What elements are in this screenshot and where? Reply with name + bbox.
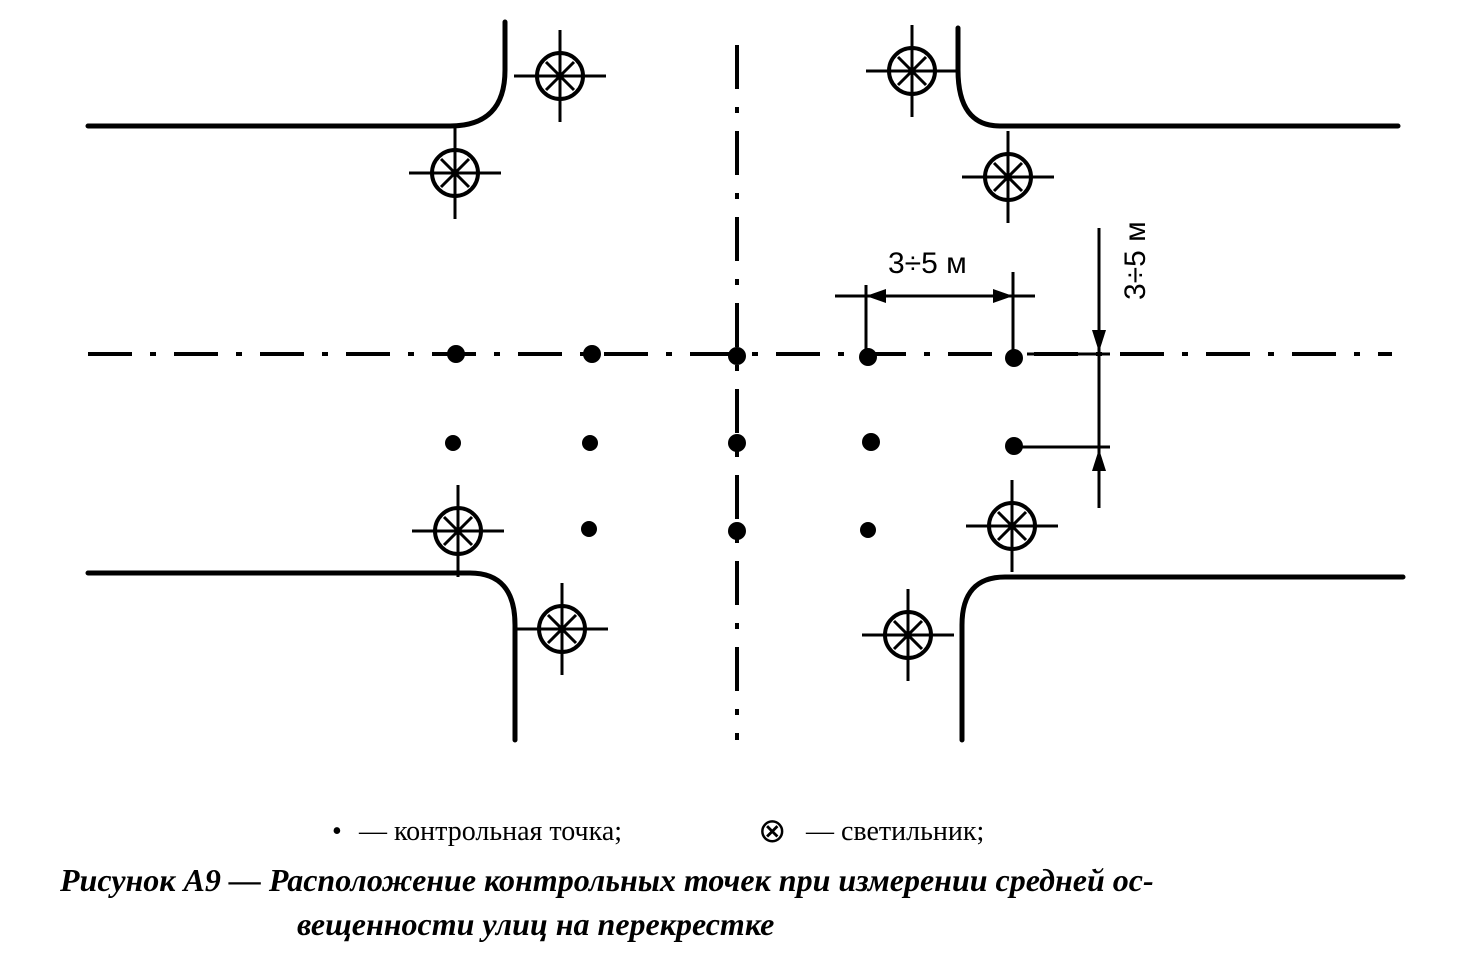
dimension-lines [835, 228, 1110, 508]
arrow-vertical-up [1092, 449, 1106, 471]
legend-lamp-symbol: ⊗ [758, 813, 787, 850]
luminaire-icon [860, 587, 956, 683]
curb-top-left [85, 19, 508, 129]
control-point [728, 522, 746, 540]
control-point [583, 345, 601, 363]
arrow-horizontal-left [866, 289, 886, 303]
caption-line-2: вещенности улиц на перекрестке [297, 906, 775, 942]
luminaire-icon [864, 23, 960, 119]
arrow-horizontal-right [993, 289, 1013, 303]
control-point [728, 347, 746, 365]
curb-bottom-right [959, 574, 1406, 743]
centerlines [88, 45, 1392, 740]
control-point [862, 433, 880, 451]
arrow-vertical-down [1092, 330, 1106, 352]
control-point [728, 434, 746, 452]
caption-line-1: Рисунок А9 — Расположение контрольных то… [60, 862, 1154, 898]
luminaire-icon [407, 125, 503, 221]
control-point [859, 348, 877, 366]
dimension-arrows [866, 289, 1106, 471]
dimension-label-horizontal: 3÷5 м [888, 247, 967, 280]
luminaire-icon [512, 28, 608, 124]
legend: • — контрольная точка; ⊗ — светильник; [0, 812, 1471, 856]
road-curbs [85, 19, 1406, 743]
curb-bottom-left [85, 570, 518, 743]
control-point [860, 522, 876, 538]
control-point [1005, 349, 1023, 367]
luminaire-icon [960, 129, 1056, 225]
control-point [445, 435, 461, 451]
legend-point-symbol: • [332, 816, 342, 847]
legend-lamp-text: — светильник; [806, 816, 985, 847]
dimension-label-vertical: 3÷5 м [1119, 221, 1152, 300]
control-point [447, 345, 465, 363]
intersection-diagram: 3÷5 м 3÷5 м [85, 19, 1406, 743]
luminaire-icon [410, 483, 506, 579]
control-point [582, 435, 598, 451]
legend-point-text: — контрольная точка; [359, 816, 623, 847]
luminaire-icon [514, 581, 610, 677]
control-point [1005, 437, 1023, 455]
control-point [581, 521, 597, 537]
curb-top-right [955, 25, 1401, 129]
control-points [445, 345, 1023, 540]
luminaire-icon [964, 478, 1060, 574]
